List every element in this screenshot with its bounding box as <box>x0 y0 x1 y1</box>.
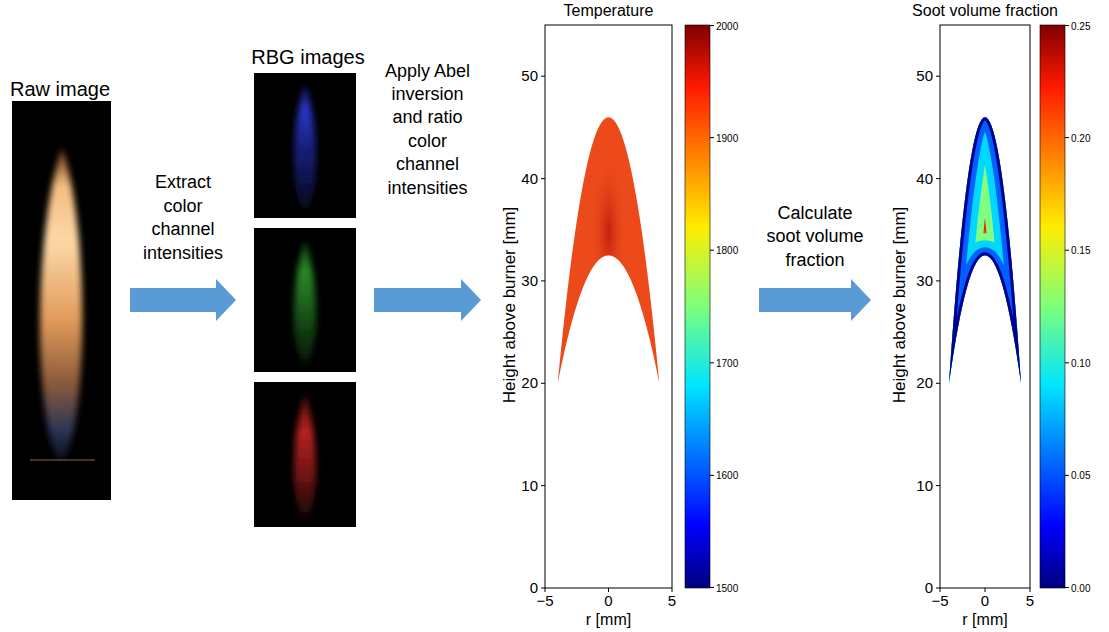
tick-label: −5 <box>931 593 948 610</box>
colorbar-ticks <box>1065 26 1069 588</box>
axes-frame <box>940 25 1030 588</box>
tick-label: 20 <box>521 375 538 392</box>
flame <box>294 394 316 520</box>
colorbar-tick-label: 0.25 <box>1071 20 1090 31</box>
step-label: Apply Abel inversion and ratio color cha… <box>378 60 478 200</box>
blue-channel-image <box>254 73 356 218</box>
axis-ticks <box>541 76 672 592</box>
field-band <box>949 117 1021 383</box>
panel-heading: Soot volume fraction <box>912 2 1058 20</box>
axis-title: r [mm] <box>962 611 1007 629</box>
tick-label: 40 <box>916 170 933 187</box>
red-channel-image <box>254 382 356 527</box>
axis-title: Height above burner [mm] <box>501 207 520 404</box>
axis-title: Height above burner [mm] <box>891 207 910 404</box>
burner-rim <box>30 459 95 461</box>
colorbar-tick-label: 0.10 <box>1071 357 1090 368</box>
panel-heading: Temperature <box>564 2 654 20</box>
raw-flame-photo <box>12 101 111 500</box>
photo-background <box>254 382 356 527</box>
tick-label: 50 <box>521 68 538 85</box>
tick-label: 10 <box>916 477 933 494</box>
panel-heading: Raw image <box>10 78 110 101</box>
tick-label: 30 <box>521 273 538 290</box>
colorbar <box>685 25 710 588</box>
colorbar-tick-label: 1500 <box>716 582 738 593</box>
block-arrow <box>130 279 236 321</box>
temperature-plot <box>541 25 714 592</box>
field-fill <box>940 100 1030 390</box>
axis-ticks <box>936 76 1030 592</box>
colorbar-tick-label: 2000 <box>716 20 738 31</box>
colorbar-tick-label: 1900 <box>716 132 738 143</box>
colorbar-ticks <box>710 26 714 588</box>
tick-label: 5 <box>1026 593 1034 610</box>
colorbar-tick-label: 0.15 <box>1071 245 1090 256</box>
tick-label: 20 <box>916 375 933 392</box>
colorbar-tick-label: 0.05 <box>1071 470 1090 481</box>
tick-label: 5 <box>668 593 676 610</box>
colorbar-tick-label: 0.00 <box>1071 582 1090 593</box>
panel-heading: RBG images <box>251 46 364 69</box>
colorbar-tick-label: 0.20 <box>1071 132 1090 143</box>
flame <box>40 148 82 462</box>
step-label: Calculate soot volume fraction <box>760 202 870 272</box>
tick-label: 0 <box>981 593 989 610</box>
flame <box>294 240 316 366</box>
tick-label: −5 <box>536 593 553 610</box>
photo-background <box>254 73 356 218</box>
colorbar-tick-label: 1800 <box>716 245 738 256</box>
field-band <box>949 117 1021 383</box>
photo-background <box>12 101 111 500</box>
tick-label: 30 <box>916 273 933 290</box>
field-band <box>949 117 1021 383</box>
colorbar-tick-label: 1600 <box>716 470 738 481</box>
block-arrow <box>759 279 871 321</box>
image-panel: Temperature <box>495 0 745 632</box>
photo-background <box>254 228 356 372</box>
axis-title: r [mm] <box>586 611 631 629</box>
colorbar <box>1040 25 1065 588</box>
colorbar-tick-label: 1700 <box>716 357 738 368</box>
tick-label: 50 <box>916 68 933 85</box>
soot-plot <box>936 25 1069 592</box>
block-arrow <box>374 279 481 321</box>
hot-zone <box>593 162 625 302</box>
tick-label: 40 <box>521 170 538 187</box>
field-band <box>949 117 1021 383</box>
tick-label: 0 <box>604 593 612 610</box>
green-channel-image <box>254 228 356 372</box>
flame <box>294 85 316 211</box>
soot-field <box>940 100 1030 390</box>
axes-frame <box>545 25 672 588</box>
step-label: Extract color channel intensities <box>136 171 231 265</box>
image-panel: Raw image <box>8 76 116 502</box>
image-panel: RBG images <box>250 44 360 530</box>
field-fill <box>550 100 670 390</box>
temperature-field <box>550 100 670 390</box>
tick-label: 10 <box>521 477 538 494</box>
image-panel: Soot volume fraction <box>885 0 1105 632</box>
